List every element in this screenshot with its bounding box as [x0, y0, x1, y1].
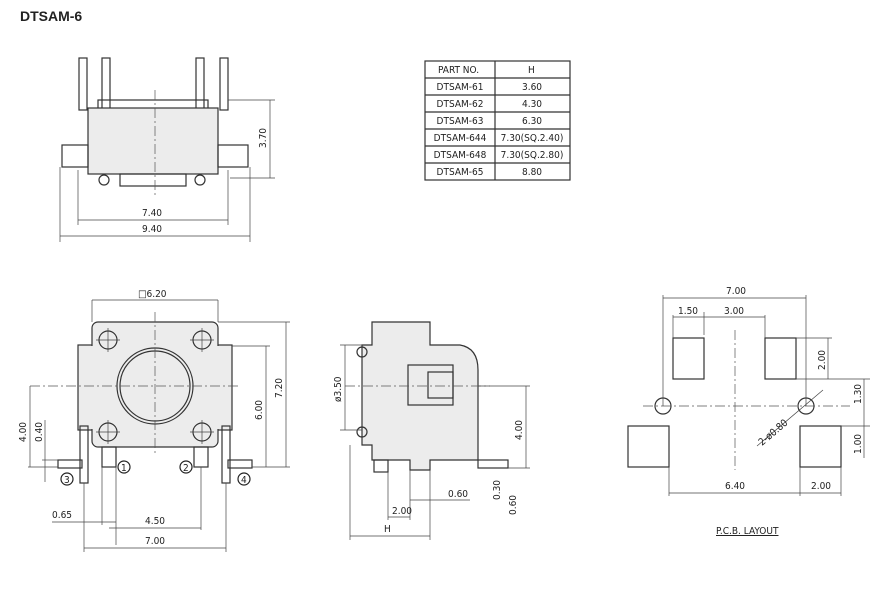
pcb-dim-3-00: 3.00 [724, 306, 744, 317]
dim-width-inner: 7.40 [142, 208, 162, 219]
dim-0-65: 0.65 [52, 510, 72, 521]
dim-width-outer: 9.40 [142, 224, 162, 235]
table-cell: 6.30 [522, 116, 542, 127]
drawing-title: DTSAM-6 [20, 8, 83, 24]
table-cell: DTSAM-644 [434, 133, 487, 144]
dim-7-00: 7.00 [145, 536, 165, 547]
pcb-dim-6-40: 6.40 [725, 481, 745, 492]
pcb-dim-7-00: 7.00 [726, 286, 746, 297]
dim-2-00-side: 2.00 [392, 506, 412, 517]
dim-4-50: 4.50 [145, 516, 165, 527]
side-elevation-view: 3.70 7.40 9.40 [59, 57, 275, 242]
dim-0-30: 0.30 [492, 480, 503, 500]
table-cell: DTSAM-648 [434, 150, 487, 161]
dim-4-00: 4.00 [18, 422, 29, 442]
dim-0-60-vert: 0.60 [508, 495, 519, 515]
table-cell: DTSAM-63 [437, 116, 484, 127]
dim-0-40: 0.40 [34, 422, 45, 442]
dim-4-00-side: 4.00 [514, 420, 525, 440]
dim-0-60-side: 0.60 [448, 489, 468, 500]
pcb-layout-label: P.C.B. LAYOUT [716, 526, 779, 537]
pin-label-4: 4 [241, 475, 247, 486]
pcb-dim-1-50: 1.50 [678, 306, 698, 317]
dim-H: H [384, 524, 391, 535]
dim-square: □6.20 [138, 289, 167, 300]
pcb-dim-1-30: 1.30 [853, 384, 864, 404]
pcb-dim-2-00-v: 2.00 [817, 350, 828, 370]
dim-diameter: ø3.50 [333, 376, 344, 402]
table-cell: DTSAM-62 [437, 99, 484, 110]
pcb-dim-1-00: 1.00 [853, 434, 864, 454]
pcb-layout: 7.00 1.50 3.00 2.00 1.30 1.00 6.40 2.00 … [627, 286, 870, 537]
front-view: □6.20 6.00 7.20 4.00 0.40 0.65 4.50 7.00… [18, 289, 290, 552]
pin-label-1: 1 [121, 463, 127, 474]
table-cell: 7.30(SQ.2.40) [501, 133, 564, 144]
header-part-no: PART NO. [438, 65, 479, 76]
pin-label-2: 2 [183, 463, 189, 474]
pin-label-3: 3 [64, 475, 70, 486]
table-cell: 3.60 [522, 82, 542, 93]
side-view: ø3.50 4.00 2.00 0.60 0.30 0.60 H [333, 321, 530, 540]
header-h: H [528, 65, 535, 76]
dim-7-20: 7.20 [274, 378, 285, 398]
table-cell: 4.30 [522, 99, 542, 110]
table-cell: 8.80 [522, 167, 542, 178]
pcb-dim-2-00-h: 2.00 [811, 481, 831, 492]
dim-height: 3.70 [258, 128, 269, 148]
table-cell: DTSAM-61 [437, 82, 484, 93]
pcb-hole-dim: 2-ø0.80 [757, 418, 791, 449]
dim-6-00: 6.00 [254, 400, 265, 420]
table-cell: DTSAM-65 [437, 167, 484, 178]
table-cell: 7.30(SQ.2.80) [501, 150, 564, 161]
